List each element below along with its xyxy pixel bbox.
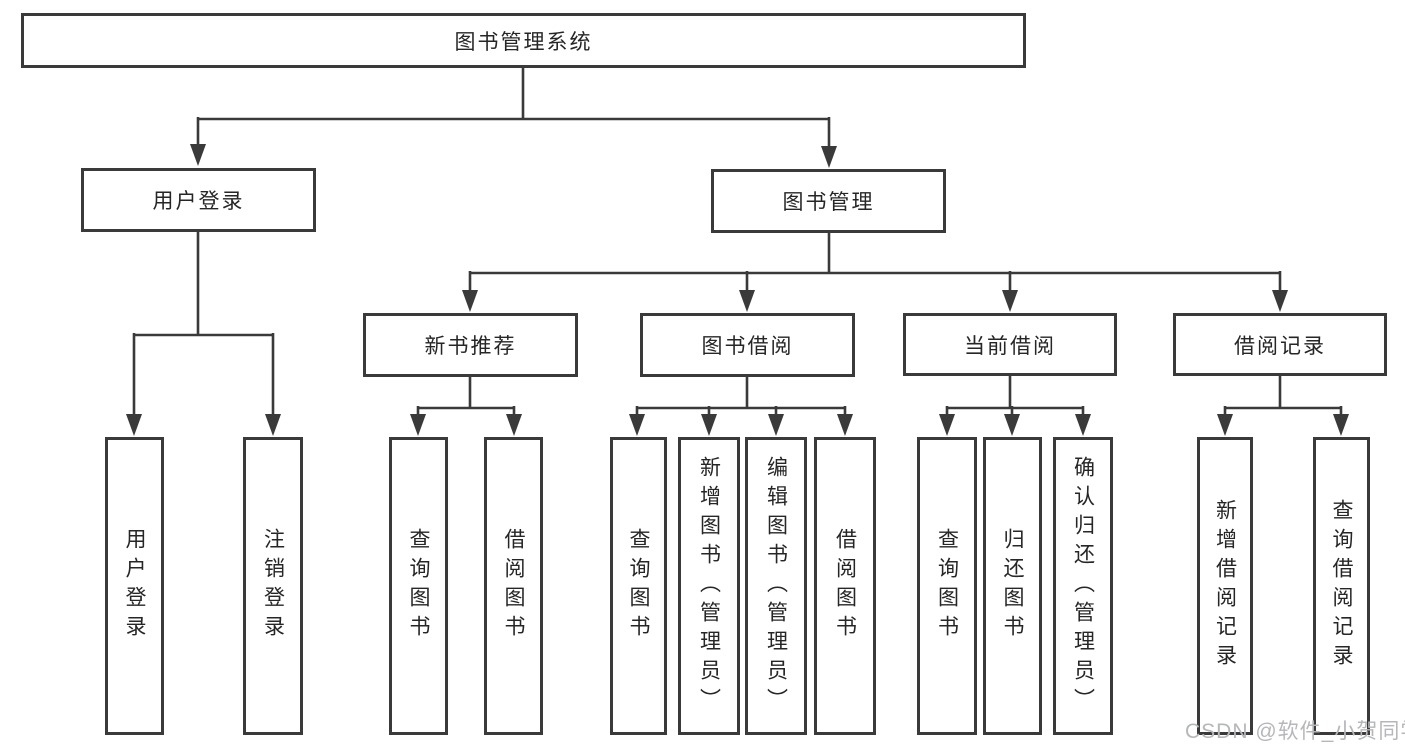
node-root: 图书管理系统 [21,13,1026,68]
leaf-label: 归还图书 [1001,528,1024,644]
arrowhead [410,414,426,436]
node-book-borrowing: 图书借阅 [640,313,855,377]
csdn-watermark: CSDN @软件_小贺同学 [1185,720,1405,743]
arrowhead [1272,290,1288,312]
leaf-return-books: 归还图书 [983,437,1042,735]
leaf-label: 新增借阅记录 [1213,499,1237,673]
leaf-label: 用户登录 [123,528,146,644]
arrowhead [126,414,142,436]
arrowhead [462,290,478,312]
leaf-label: 借阅图书 [502,528,525,644]
leaf-label: 借阅图书 [833,528,857,644]
arrowhead [939,414,955,436]
leaf-user-login: 用户登录 [105,437,164,735]
arrowhead [701,414,717,436]
arrowhead [821,146,837,168]
arrowhead [265,414,281,436]
leaf-label: 编辑图书（管理员） [764,455,788,717]
connector-new-book [416,376,516,420]
connector-borrowing-records [1223,375,1343,420]
leaf-query-borrow-record: 查询借阅记录 [1313,437,1370,735]
node-book-management: 图书管理 [711,169,946,233]
leaf-borrow-books-borrowing: 借阅图书 [814,437,876,735]
leaf-query-books-current: 查询图书 [917,437,977,735]
leaf-label: 查询图书 [407,528,430,644]
leaf-label: 新增图书（管理员） [697,455,721,717]
leaf-confirm-return-admin: 确认归还（管理员） [1053,437,1113,735]
arrowhead [629,414,645,436]
leaf-label: 查询图书 [627,528,650,644]
arrowhead [768,414,784,436]
leaf-add-books-admin: 新增图书（管理员） [678,437,740,735]
leaf-query-books-recommend: 查询图书 [389,437,448,735]
arrowhead [1002,290,1018,312]
connector-current-borrowing [945,375,1085,420]
leaf-label: 确认归还（管理员） [1071,455,1095,717]
node-current-borrowing: 当前借阅 [903,313,1117,376]
leaf-edit-books-admin: 编辑图书（管理员） [745,437,807,735]
leaf-add-borrow-record: 新增借阅记录 [1197,437,1253,735]
node-borrowing-records: 借阅记录 [1173,313,1387,376]
arrowhead [190,144,206,166]
leaf-logout-login: 注销登录 [243,437,303,735]
leaf-label: 查询图书 [935,528,959,644]
arrowhead [1075,414,1091,436]
node-user-login: 用户登录 [81,168,316,232]
connector-book-borrowing [635,376,847,420]
leaf-label: 查询借阅记录 [1330,499,1353,673]
node-new-book-recommendation: 新书推荐 [363,313,578,377]
connector-root [196,67,831,152]
arrowhead [739,290,755,312]
arrowhead [1217,414,1233,436]
arrowhead [506,414,522,436]
connector-book-management [468,232,1282,296]
arrowhead [1004,414,1020,436]
leaf-label: 注销登录 [261,528,285,644]
connector-user-login [132,231,275,420]
leaf-query-books-borrowing: 查询图书 [610,437,667,735]
arrowhead [837,414,853,436]
leaf-borrow-books-recommend: 借阅图书 [484,437,543,735]
arrowhead [1333,414,1349,436]
